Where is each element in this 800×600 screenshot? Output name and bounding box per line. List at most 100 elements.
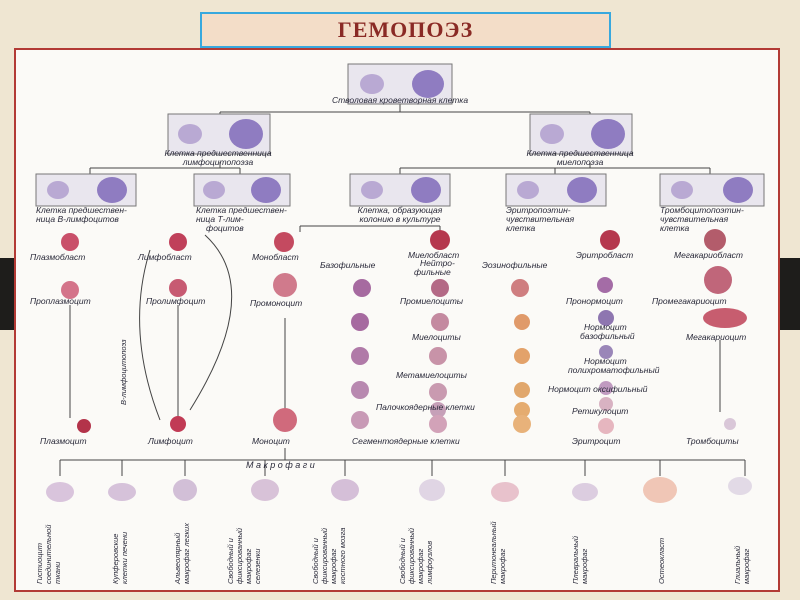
cell-icon	[514, 348, 530, 364]
normocyte-baso-cell	[598, 310, 614, 326]
label-t-prec-3: фоцитов	[206, 223, 244, 233]
cell-icon	[412, 70, 444, 98]
label-myeloblast: Миелобласт	[408, 250, 459, 260]
erythroblast-cell	[600, 230, 620, 250]
label-t-prec-2: ница Т-лим-	[196, 214, 244, 224]
label-normocyte-poly-1: Нормоцит	[584, 356, 627, 366]
label-lymph-prec-2: лимфоцитопоэза	[182, 157, 254, 167]
promegakaryocyte-cell	[704, 266, 732, 294]
macrophage-cell	[108, 483, 136, 501]
label-erythrocyte: Эритроцит	[572, 436, 620, 446]
macrophage-label: Свободный и	[226, 537, 235, 584]
cell-icon	[203, 181, 225, 199]
label-monoblast: Монобласт	[252, 252, 299, 262]
lymphocyte-cell	[170, 416, 186, 432]
macrophage-label: Перитонеальный	[489, 521, 498, 584]
label-band: Палочкоядерные клетки	[376, 402, 475, 412]
label-myelo-prec-2: миелопоэза	[557, 157, 604, 167]
page-title: ГЕМОПОЭЗ	[337, 17, 474, 42]
cell-icon	[514, 314, 530, 330]
macrophage-label: ткани	[53, 561, 62, 584]
precursor-boxes	[35, 63, 765, 207]
label-promegakaryocyte: Промегакариоцит	[652, 296, 727, 306]
label-normocyte-poly-2: полихроматофильный	[568, 365, 660, 375]
cell-icon	[431, 313, 449, 331]
label-promyelocytes: Промиелоциты	[400, 296, 464, 306]
cell-icon	[351, 347, 369, 365]
cell-icon	[351, 381, 369, 399]
prolymphocyte-cell	[169, 279, 187, 297]
cell-icon	[567, 177, 597, 203]
macrophage-cell	[251, 479, 279, 501]
macrophage-label: макрофаг	[416, 548, 425, 584]
cell-icon	[251, 177, 281, 203]
segmented-basophil	[351, 411, 369, 429]
label-b-prec-1: Клетка предшествен-	[36, 205, 127, 215]
label-thrombocytes: Тромбоциты	[686, 436, 739, 446]
label-promonocyte: Промоноцит	[250, 298, 302, 308]
label-colony-1: Клетка, образующая	[358, 205, 443, 215]
macrophage-label: макрофаг	[742, 548, 751, 584]
macrophage-label: макрофаг	[244, 548, 253, 584]
monocyte-cell	[273, 408, 297, 432]
cell-icon	[514, 402, 530, 418]
macrophage-label: фиксированный	[235, 527, 244, 584]
cell-icon	[411, 177, 441, 203]
label-stem: Стволовая кроветворная клетка	[332, 95, 468, 105]
label-prolymphocyte: Пролимфоцит	[146, 296, 205, 306]
erythrocyte-cell	[598, 418, 614, 434]
promonocyte-cell	[273, 273, 297, 297]
megakaryoblast-cell	[704, 229, 726, 251]
label-lymph-prec-1: Клетка предшественница	[164, 148, 271, 158]
label-t-prec-1: Клетка предшествен-	[196, 205, 287, 215]
label-b-prec-2: ница В-лимфоцитов	[36, 214, 119, 224]
label-lymphocyte: Лимфоцит	[147, 436, 193, 446]
plasmocyte-cell	[77, 419, 91, 433]
macrophage-label: Купферовские	[111, 534, 120, 584]
macrophage-label: макрофаг	[329, 548, 338, 584]
cell-icon	[591, 119, 625, 149]
cell-icon	[361, 181, 383, 199]
megakaryocyte-cell	[703, 308, 747, 328]
macrophage-label: макрофаг	[580, 548, 589, 584]
label-reticulocyte: Ретикулоцит	[572, 406, 628, 416]
label-normocyte-baso-1: Нормоцит	[584, 322, 627, 332]
label-thrombo-sens-1: Тромбоцитопоэтин-	[660, 205, 744, 215]
macrophage-type-labels: Гистиоцит соединительной ткани Купферовс…	[35, 521, 751, 585]
macrophage-cell	[491, 482, 519, 502]
macrophage-label: Альвеолярный	[173, 532, 182, 585]
cell-icon	[351, 313, 369, 331]
proplasmocyte-cell	[61, 281, 79, 299]
reticulocyte-cell	[599, 397, 613, 411]
label-basophilic: Базофильные	[320, 260, 376, 270]
macrophage-label: Свободный и	[398, 537, 407, 584]
label-thrombo-sens-2: чувствительная	[660, 214, 729, 224]
label-macrophages: М а к р о ф а г и	[246, 460, 315, 470]
macrophage-label: макрофаг легких	[182, 523, 191, 584]
label-erythro-sens-1: Эритропоэтин-	[506, 205, 571, 215]
cell-icon	[540, 124, 564, 144]
normocyte-oxy-cell	[599, 381, 613, 395]
segmented-neutrophil	[429, 415, 447, 433]
cell-icon	[229, 119, 263, 149]
label-myelo-prec-1: Клетка предшественница	[526, 148, 633, 158]
title-box: ГЕМОПОЭЗ	[200, 12, 611, 48]
label-pronormocyte: Пронормоцит	[566, 296, 623, 306]
label-myelocytes: Миелоциты	[412, 332, 461, 342]
macrophage-label: Плевральный	[571, 535, 580, 584]
label-neutrophilic-2: фильные	[414, 267, 451, 277]
macrophage-cell	[419, 479, 445, 501]
connector-lines	[59, 104, 746, 476]
cell-icon	[429, 347, 447, 365]
cell-icon	[671, 181, 693, 199]
cell-icon	[723, 177, 753, 203]
macrophage-label: соединительной	[44, 524, 53, 584]
label-erythroblast: Эритробласт	[576, 250, 633, 260]
macrophage-label: клетки печени	[120, 531, 129, 584]
label-b-lymph-vertical: В-лимфоцитопоэз	[119, 339, 128, 405]
label-lymphoblast: Лимфобласт	[137, 252, 192, 262]
macrophage-cell	[572, 483, 598, 501]
thrombocyte-cell	[724, 418, 736, 430]
osteoclast-cell	[643, 477, 677, 503]
